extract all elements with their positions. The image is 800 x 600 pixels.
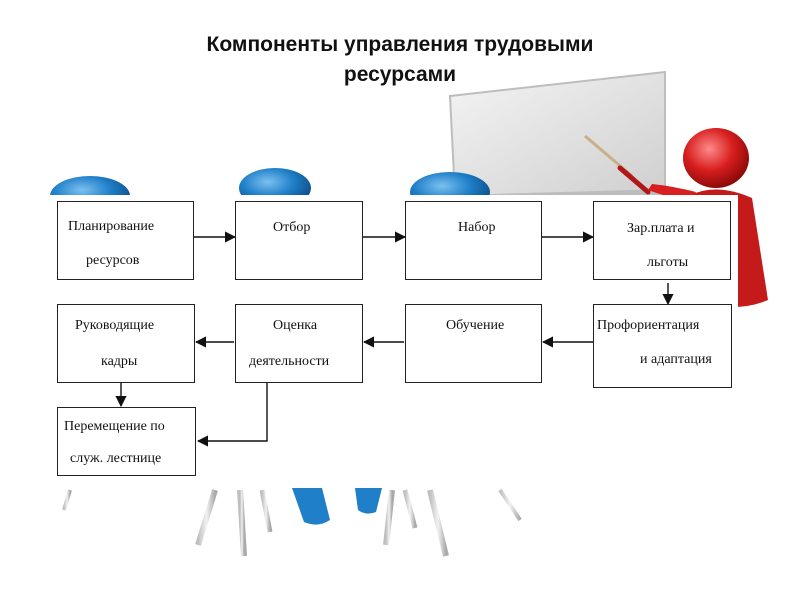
box-orientation-line-2: и адаптация [640,352,712,367]
box-planning-line-2: ресурсов [86,253,140,268]
box-orientation-line-1: Профориентация [597,318,700,333]
chairs [62,488,522,557]
connector-arrows [115,231,674,447]
slide-title-line-1: Компоненты управления трудовыми [206,33,594,56]
box-selection-line-1: Отбор [273,220,311,235]
arrow-evaluation-to-promotion [196,383,268,447]
box-training-line-1: Обучение [446,318,505,333]
slide-title: Компоненты управления трудовыми ресурсам… [0,30,800,90]
box-planning-line-1: Планирование [68,219,155,234]
blue-figure-legs [292,488,382,525]
slide-title-line-2: ресурсами [343,63,457,86]
box-evaluation: Оценка деятельности [235,304,363,383]
process-diagram: Планирование ресурсов Отбор Набор Зар.пл… [50,195,738,488]
pointer-grip [617,165,651,195]
box-promotion-line-1: Перемещение по [64,419,165,434]
box-pay-line-1: Зар.плата и [627,221,695,236]
box-training: Обучение [405,304,542,383]
box-orientation: Профориентация и адаптация [593,304,732,388]
box-promotion-line-2: служ. лестнице [70,451,162,466]
box-hiring: Набор [405,201,542,280]
box-selection: Отбор [235,201,363,280]
box-leaders-line-2: кадры [101,354,138,369]
box-promotion: Перемещение по служ. лестнице [57,407,196,476]
box-hiring-line-1: Набор [458,220,496,235]
box-planning: Планирование ресурсов [57,201,194,280]
box-leaders: Руководящие кадры [57,304,195,383]
box-leaders-line-1: Руководящие [75,318,155,333]
box-evaluation-line-2: деятельности [249,354,330,369]
box-evaluation-line-1: Оценка [273,318,318,333]
box-pay-line-2: льготы [647,255,689,270]
box-pay: Зар.плата и льготы [593,201,731,280]
